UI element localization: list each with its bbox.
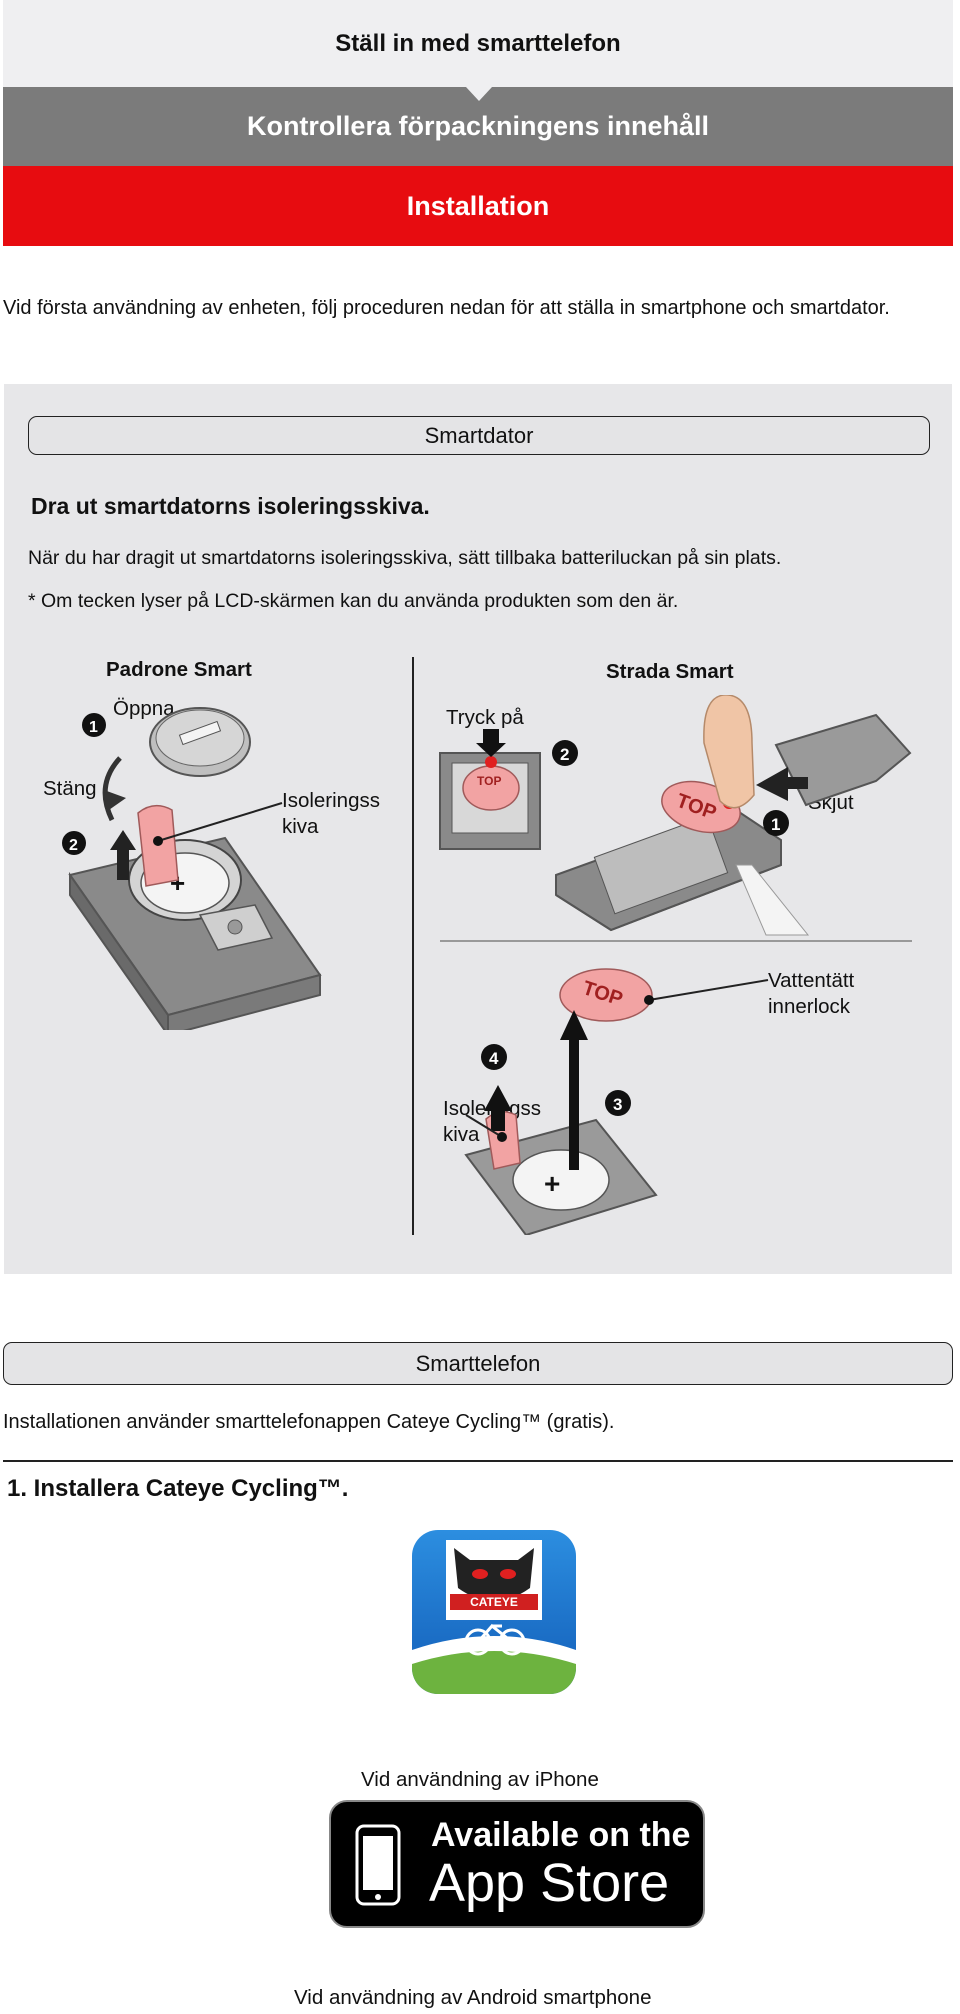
- app-store-line2: App Store: [429, 1853, 670, 1913]
- app-brand-label: CATEYE: [470, 1595, 518, 1609]
- svg-text:3: 3: [613, 1095, 622, 1114]
- step-setup-smartphone-label: Ställ in med smarttelefon: [335, 29, 621, 57]
- padrone-open-label: Öppna: [113, 697, 175, 720]
- computer-note: * Om tecken lyser på LCD-skärmen kan du …: [28, 590, 679, 612]
- android-label: Vid användning av Android smartphone: [294, 1986, 652, 2009]
- smarttelefon-tab: Smarttelefon: [3, 1342, 953, 1385]
- step-arrow-icon: [466, 87, 492, 101]
- svg-text:+: +: [544, 1168, 560, 1199]
- app-store-badge[interactable]: Available on the App Store: [329, 1800, 705, 1928]
- smartdator-tab: Smartdator: [28, 416, 930, 455]
- cateye-logo-icon: [412, 1540, 576, 1694]
- phone-intro: Installationen använder smarttelefonappe…: [3, 1411, 615, 1433]
- padrone-illustration: + 1 2: [62, 707, 322, 1030]
- cateye-app-icon[interactable]: CATEYE: [412, 1530, 576, 1694]
- svg-text:2: 2: [560, 745, 569, 764]
- strada-lid-label: Vattentätt innerlock: [768, 969, 855, 1018]
- step-setup-smartphone: Ställ in med smarttelefon: [3, 0, 953, 87]
- product-divider: [412, 657, 414, 1235]
- svg-text:2: 2: [69, 837, 78, 854]
- svg-text:4: 4: [489, 1049, 499, 1068]
- install-step-heading: 1. Installera Cateye Cycling™.: [7, 1475, 349, 1502]
- computer-body: När du har dragit ut smartdatorns isoler…: [28, 547, 782, 569]
- strada-divider: [440, 940, 912, 942]
- iphone-icon: [355, 1824, 401, 1906]
- step-installation-label: Installation: [406, 190, 550, 221]
- strada-press-label: Tryck på: [446, 706, 524, 729]
- svg-text:TOP: TOP: [477, 774, 501, 788]
- padrone-title: Padrone Smart: [106, 658, 252, 681]
- svg-text:1: 1: [771, 815, 780, 834]
- step-check-package-label: Kontrollera förpackningens innehåll: [246, 111, 710, 141]
- app-store-line1: Available on the: [431, 1816, 691, 1854]
- smarttelefon-tab-label: Smarttelefon: [415, 1350, 541, 1376]
- smartdator-tab-label: Smartdator: [424, 422, 534, 448]
- padrone-close-label: Stäng: [43, 777, 97, 800]
- padrone-sheet-label: Isoleringss kiva: [282, 789, 380, 838]
- strada-title: Strada Smart: [606, 660, 734, 683]
- computer-heading: Dra ut smartdatorns isoleringsskiva.: [31, 493, 430, 519]
- section-rule: [3, 1460, 953, 1462]
- strada-illustration: TOP TOP 2 1 TOP + 4 3: [439, 695, 912, 1235]
- svg-text:1: 1: [89, 719, 98, 736]
- step-installation-current: Installation: [3, 166, 953, 246]
- intro-text: Vid första användning av enheten, följ p…: [3, 297, 890, 319]
- iphone-label: Vid användning av iPhone: [361, 1768, 599, 1791]
